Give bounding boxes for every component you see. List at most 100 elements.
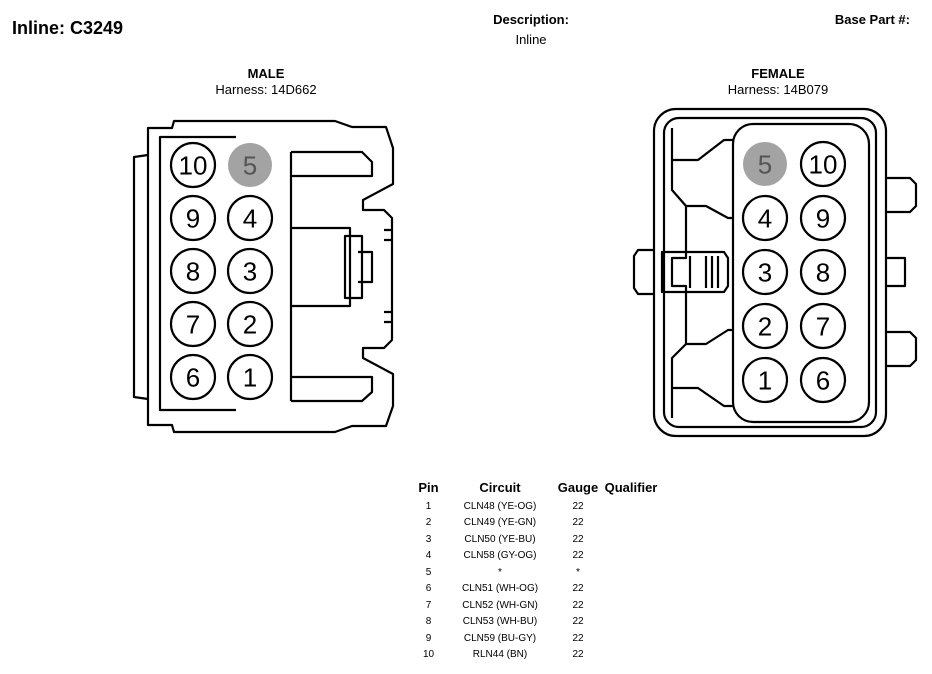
male-side-notch-top: [384, 228, 392, 242]
male-channel: [291, 226, 352, 308]
row-qualifier: [601, 515, 661, 532]
male-pin-5: [228, 143, 272, 187]
table-row: 8 CLN53 (WH-BU) 22: [412, 614, 661, 631]
female-pin-9: [799, 194, 847, 242]
male-pin-4: [226, 194, 274, 242]
male-connector-label: MALE Harness: 14D662: [156, 66, 376, 98]
row-circuit: CLN53 (WH-BU): [462, 616, 538, 628]
row-pin: 3: [425, 533, 432, 545]
female-pin-label: 8: [816, 258, 830, 288]
female-pin-4: [741, 194, 789, 242]
male-pin-label: 8: [186, 257, 200, 287]
row-pin: 7: [425, 599, 432, 611]
row-gauge: 22: [572, 550, 584, 562]
male-pin-9: [169, 194, 217, 242]
male-channel-tab: [358, 250, 374, 284]
row-pin: 1: [425, 500, 432, 512]
male-pin-3: [226, 247, 274, 295]
header-circuit: Circuit: [479, 480, 521, 495]
row-qualifier: [601, 614, 661, 631]
header-gauge: Gauge: [557, 480, 599, 495]
female-harness: Harness: 14B079: [727, 82, 829, 97]
row-qualifier: [601, 564, 661, 581]
female-pin-10: [799, 140, 847, 188]
male-pin-7: [169, 300, 217, 348]
female-pin-5: [743, 142, 787, 186]
female-connector-label: FEMALE Harness: 14B079: [668, 66, 888, 98]
table-row: 1 CLN48 (YE-OG) 22: [412, 498, 661, 515]
row-gauge: 22: [572, 533, 584, 545]
row-pin: 2: [425, 517, 432, 529]
male-channel-inner: [343, 234, 364, 300]
male-pin-10: [169, 141, 217, 189]
row-gauge: 22: [572, 500, 584, 512]
female-rib-top: [672, 138, 733, 162]
row-qualifier: [601, 548, 661, 565]
female-pin-7: [799, 302, 847, 350]
female-pin-6: [799, 356, 847, 404]
female-pin-1: [741, 356, 789, 404]
female-rib-bottom: [672, 386, 733, 408]
female-rib-mid-bottom: [686, 328, 733, 346]
row-gauge: 22: [572, 632, 584, 644]
row-pin: 8: [425, 616, 432, 628]
female-shell-inner: [662, 116, 878, 429]
female-latch-inner: [660, 250, 730, 294]
female-tab-mid: [886, 256, 907, 288]
row-pin: 9: [425, 632, 432, 644]
female-tab-top: [886, 176, 918, 214]
base-part-label: Base Part #:: [834, 12, 910, 27]
row-circuit: RLN44 (BN): [472, 649, 528, 661]
female-pin-8: [799, 248, 847, 296]
female-rib-left: [670, 128, 688, 418]
female-pin-label: 7: [816, 312, 830, 342]
female-pin-label: 1: [758, 366, 772, 396]
row-circuit: CLN52 (WH-GN): [462, 599, 538, 611]
male-pin-label: 1: [243, 363, 257, 393]
male-body-outline: [146, 119, 395, 434]
row-circuit: CLN59 (BU-GY): [463, 632, 537, 644]
male-harness: Harness: 14D662: [215, 82, 317, 97]
row-pin: 6: [425, 583, 432, 595]
female-pin-label: 4: [758, 204, 772, 234]
row-pin: 4: [425, 550, 432, 562]
male-pin-6: [169, 353, 217, 401]
row-qualifier: [601, 597, 661, 614]
row-qualifier: [601, 581, 661, 598]
row-gauge: 22: [572, 616, 584, 628]
row-qualifier: [601, 647, 661, 664]
female-shell-outer: [652, 107, 888, 438]
connector-title: Inline: C3249: [12, 18, 124, 38]
male-pin-field: [158, 135, 236, 412]
row-circuit: CLN51 (WH-OG): [461, 583, 539, 595]
male-pin-label: 6: [186, 363, 200, 393]
female-pin-label: 9: [816, 204, 830, 234]
female-rib-mid-top: [686, 204, 733, 220]
female-pin-field: [731, 122, 871, 424]
male-title: MALE: [247, 66, 285, 81]
row-pin: 5: [425, 566, 432, 578]
female-latch-ribs: [688, 256, 720, 288]
row-gauge: 22: [572, 649, 584, 661]
male-pin-label: 4: [243, 204, 257, 234]
row-circuit: CLN48 (YE-OG): [463, 500, 537, 512]
male-rib-top: [291, 150, 374, 178]
male-pin-label: 5: [243, 151, 257, 181]
male-pin-8: [169, 247, 217, 295]
male-pin-label: 9: [186, 204, 200, 234]
row-circuit: CLN49 (YE-GN): [463, 517, 537, 529]
header-qualifier: Qualifier: [604, 480, 658, 495]
male-pin-label: 3: [243, 257, 257, 287]
female-pin-label: 2: [758, 312, 772, 342]
female-pin-2: [741, 302, 789, 350]
row-circuit: CLN50 (YE-BU): [464, 533, 536, 545]
